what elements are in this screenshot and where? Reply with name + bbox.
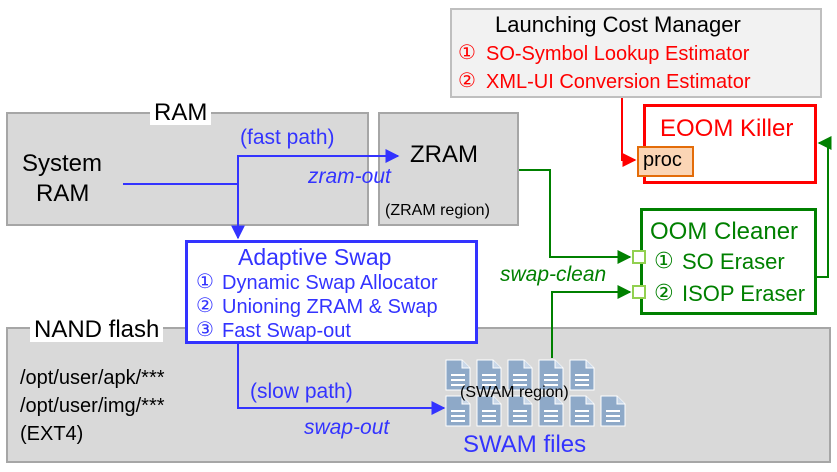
oom-to-eoom-arrow [817, 136, 832, 278]
oom-port-2 [632, 285, 646, 299]
system-ram-line2: RAM [36, 180, 90, 207]
nand-fs-label: (EXT4) [20, 423, 84, 445]
adaptive-item-num-1: ① [196, 271, 214, 293]
slow-path-label: (slow path) [250, 380, 353, 403]
zram-label: ZRAM [410, 141, 478, 168]
adaptive-item-num-3: ③ [196, 319, 214, 341]
swap-clean-label: swap-clean [500, 263, 607, 286]
adaptive-item-num-2: ② [196, 295, 214, 317]
swap-out-label: swap-out [304, 416, 390, 439]
zram-region-label: (ZRAM region) [385, 202, 490, 219]
oom-port-1 [632, 250, 646, 264]
zram-box [378, 112, 519, 226]
adaptive-item-1: Dynamic Swap Allocator [222, 272, 438, 294]
lcm-item-2: XML-UI Conversion Estimator [486, 71, 751, 93]
system-ram-line1: System [22, 150, 103, 177]
proc-box [637, 146, 694, 177]
launching-cost-manager-title: Launching Cost Manager [495, 12, 741, 37]
oom-item-num-2: ② [654, 280, 674, 305]
nand-flash-label: NAND flash [30, 318, 164, 342]
nand-path-apk: /opt/user/apk/*** [20, 367, 165, 389]
adaptive-swap-title: Adaptive Swap [238, 244, 392, 270]
lcm-to-proc-arrow [621, 98, 637, 167]
adaptive-swap-box [185, 240, 478, 344]
swam-files-label: SWAM files [463, 431, 587, 458]
fast-path-arrow [237, 149, 400, 184]
oom-item-num-1: ① [654, 248, 674, 273]
fast-path-label: (fast path) [240, 126, 335, 149]
adaptive-item-3: Fast Swap-out [222, 320, 351, 342]
lcm-item-num-1: ① [458, 42, 476, 64]
zram-out-label: zram-out [308, 165, 391, 188]
lcm-item-num-2: ② [458, 70, 476, 92]
swam-clean-arrow [551, 285, 632, 358]
swam-region-label: (SWAM region) [460, 384, 569, 401]
swap-clean-arrow [519, 169, 632, 264]
lcm-item-1: SO-Symbol Lookup Estimator [486, 43, 750, 65]
adaptive-item-2: Unioning ZRAM & Swap [222, 296, 438, 318]
nand-flash-region [6, 327, 831, 463]
launching-cost-manager-box [450, 8, 822, 98]
eoom-killer-title: EOOM Killer [660, 115, 794, 142]
nand-path-img: /opt/user/img/*** [20, 395, 165, 417]
oom-item-2: ISOP Eraser [682, 281, 806, 306]
oom-cleaner-box [640, 208, 817, 315]
ram-label: RAM [150, 101, 212, 125]
oom-cleaner-title: OOM Cleaner [650, 218, 799, 245]
slow-path-arrow [237, 344, 446, 415]
proc-label: proc [643, 149, 682, 171]
oom-item-1: SO Eraser [682, 249, 785, 274]
